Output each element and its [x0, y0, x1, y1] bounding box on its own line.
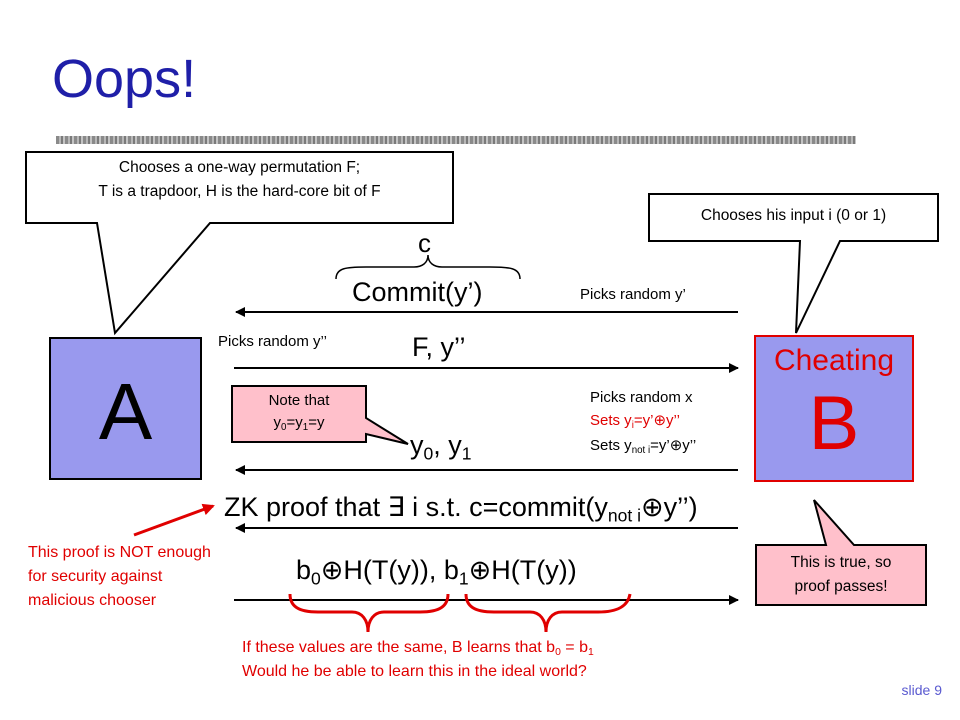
sets-y-i: Sets yi=y’⊕y’’ — [590, 412, 680, 431]
commit-brace — [335, 254, 521, 280]
callout-a-bubble — [25, 151, 454, 336]
callout-b-text: Chooses his input i (0 or 1) — [700, 207, 887, 224]
page-title: Oops! — [52, 49, 197, 109]
picks-random-y-dprime: Picks random y’’ — [218, 333, 327, 350]
true-callout-bubble — [755, 499, 927, 606]
sets-y-not-i: Sets ynot i=y’⊕y’’ — [590, 437, 697, 456]
f-y-message: F, y’’ — [412, 332, 466, 362]
true-callout-text: This is true, so proof passes! — [756, 551, 926, 599]
red-left-line3: malicious chooser — [28, 592, 157, 609]
red-pointer-arrow — [133, 503, 215, 537]
picks-random-y-prime: Picks random y’ — [580, 286, 686, 303]
note-line2: y0=y1=y — [273, 414, 325, 433]
red-bottom-line1: If these values are the same, B learns t… — [242, 639, 594, 659]
true-line2: proof passes! — [794, 578, 888, 595]
commitment-c-label: c — [418, 228, 431, 258]
red-brace-left — [288, 593, 450, 633]
party-b-label: B — [808, 381, 860, 466]
party-b-cheating-label: Cheating — [773, 344, 895, 377]
red-left-note: This proof is NOT enough for security ag… — [28, 541, 211, 613]
red-left-line2: for security against — [28, 568, 163, 585]
commit-message: Commit(y’) — [352, 277, 483, 307]
party-b-box — [754, 335, 914, 482]
party-a-label: A — [98, 367, 153, 456]
callout-a-text: Chooses a one-way permutation F; T is a … — [26, 156, 453, 204]
red-bottom-note: If these values are the same, B learns t… — [242, 636, 594, 684]
y0-y1-message: y0, y1 — [410, 430, 472, 464]
note-line1: Note that — [268, 392, 330, 409]
party-a-box — [49, 337, 202, 480]
callout-a-line1: Chooses a one-way permutation F; — [118, 159, 361, 176]
red-brace-right — [464, 593, 632, 633]
final-values-message: b0⊕H(T(y)), b1⊕H(T(y)) — [296, 555, 577, 589]
note-callout-bubble — [231, 385, 409, 445]
true-line1: This is true, so — [790, 554, 892, 571]
note-callout-text: Note that y0=y1=y — [232, 390, 366, 434]
slide-number: slide 9 — [901, 682, 942, 698]
callout-b-bubble — [648, 193, 939, 334]
zk-proof-message: ZK proof that ∃ i s.t. c=commit(ynot i⊕y… — [224, 492, 698, 526]
red-left-line1: This proof is NOT enough — [28, 544, 211, 561]
picks-random-x: Picks random x — [590, 389, 693, 406]
red-bottom-line2: Would he be able to learn this in the id… — [242, 663, 587, 680]
callout-a-line2: T is a trapdoor, H is the hard-core bit … — [98, 183, 381, 200]
title-divider — [56, 136, 856, 144]
